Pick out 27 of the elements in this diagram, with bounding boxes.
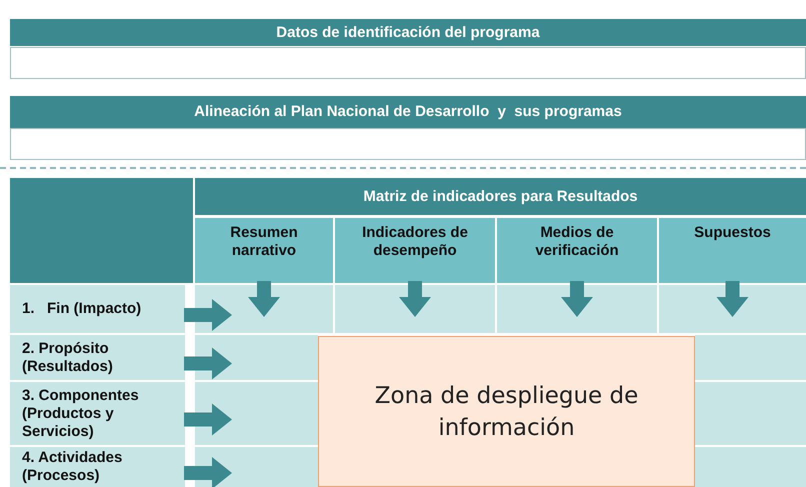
label-text: Indicadores de desempeño xyxy=(361,224,469,260)
section-header: Datos de identificación del programa xyxy=(10,19,806,46)
empty-field xyxy=(10,128,806,160)
table-cell xyxy=(497,285,657,333)
label-text: 4. Actividades (Procesos) xyxy=(22,449,124,485)
block-arrow xyxy=(561,281,593,317)
matrix-header: Matriz de indicadores para Resultados xyxy=(195,178,806,215)
table-cell xyxy=(195,382,318,445)
label-text: 1. Fin (Impacto) xyxy=(22,300,142,318)
table-cell xyxy=(195,335,318,380)
empty-field xyxy=(10,47,806,79)
block-arrow xyxy=(184,299,232,331)
label-text: Supuestos xyxy=(694,224,771,242)
block-arrow xyxy=(184,348,232,380)
section-header: Alineación al Plan Nacional de Desarrollo y sus programas xyxy=(10,96,806,128)
block-arrow xyxy=(184,404,232,436)
table-cell xyxy=(335,285,495,333)
label-text: Resumen narrativo xyxy=(229,224,299,260)
block-arrow xyxy=(399,281,431,317)
block-arrow xyxy=(716,281,748,317)
label-text: 3. Componentes (Productos y Servicios) xyxy=(22,386,140,440)
block-arrow xyxy=(184,457,232,487)
block-arrow xyxy=(248,281,280,317)
label-text: 2. Propósito (Resultados) xyxy=(22,340,114,376)
table-cell xyxy=(659,285,806,333)
label-text: Medios de verificación xyxy=(534,224,620,260)
info-zone-box: Zona de despliegue de información xyxy=(318,336,695,487)
